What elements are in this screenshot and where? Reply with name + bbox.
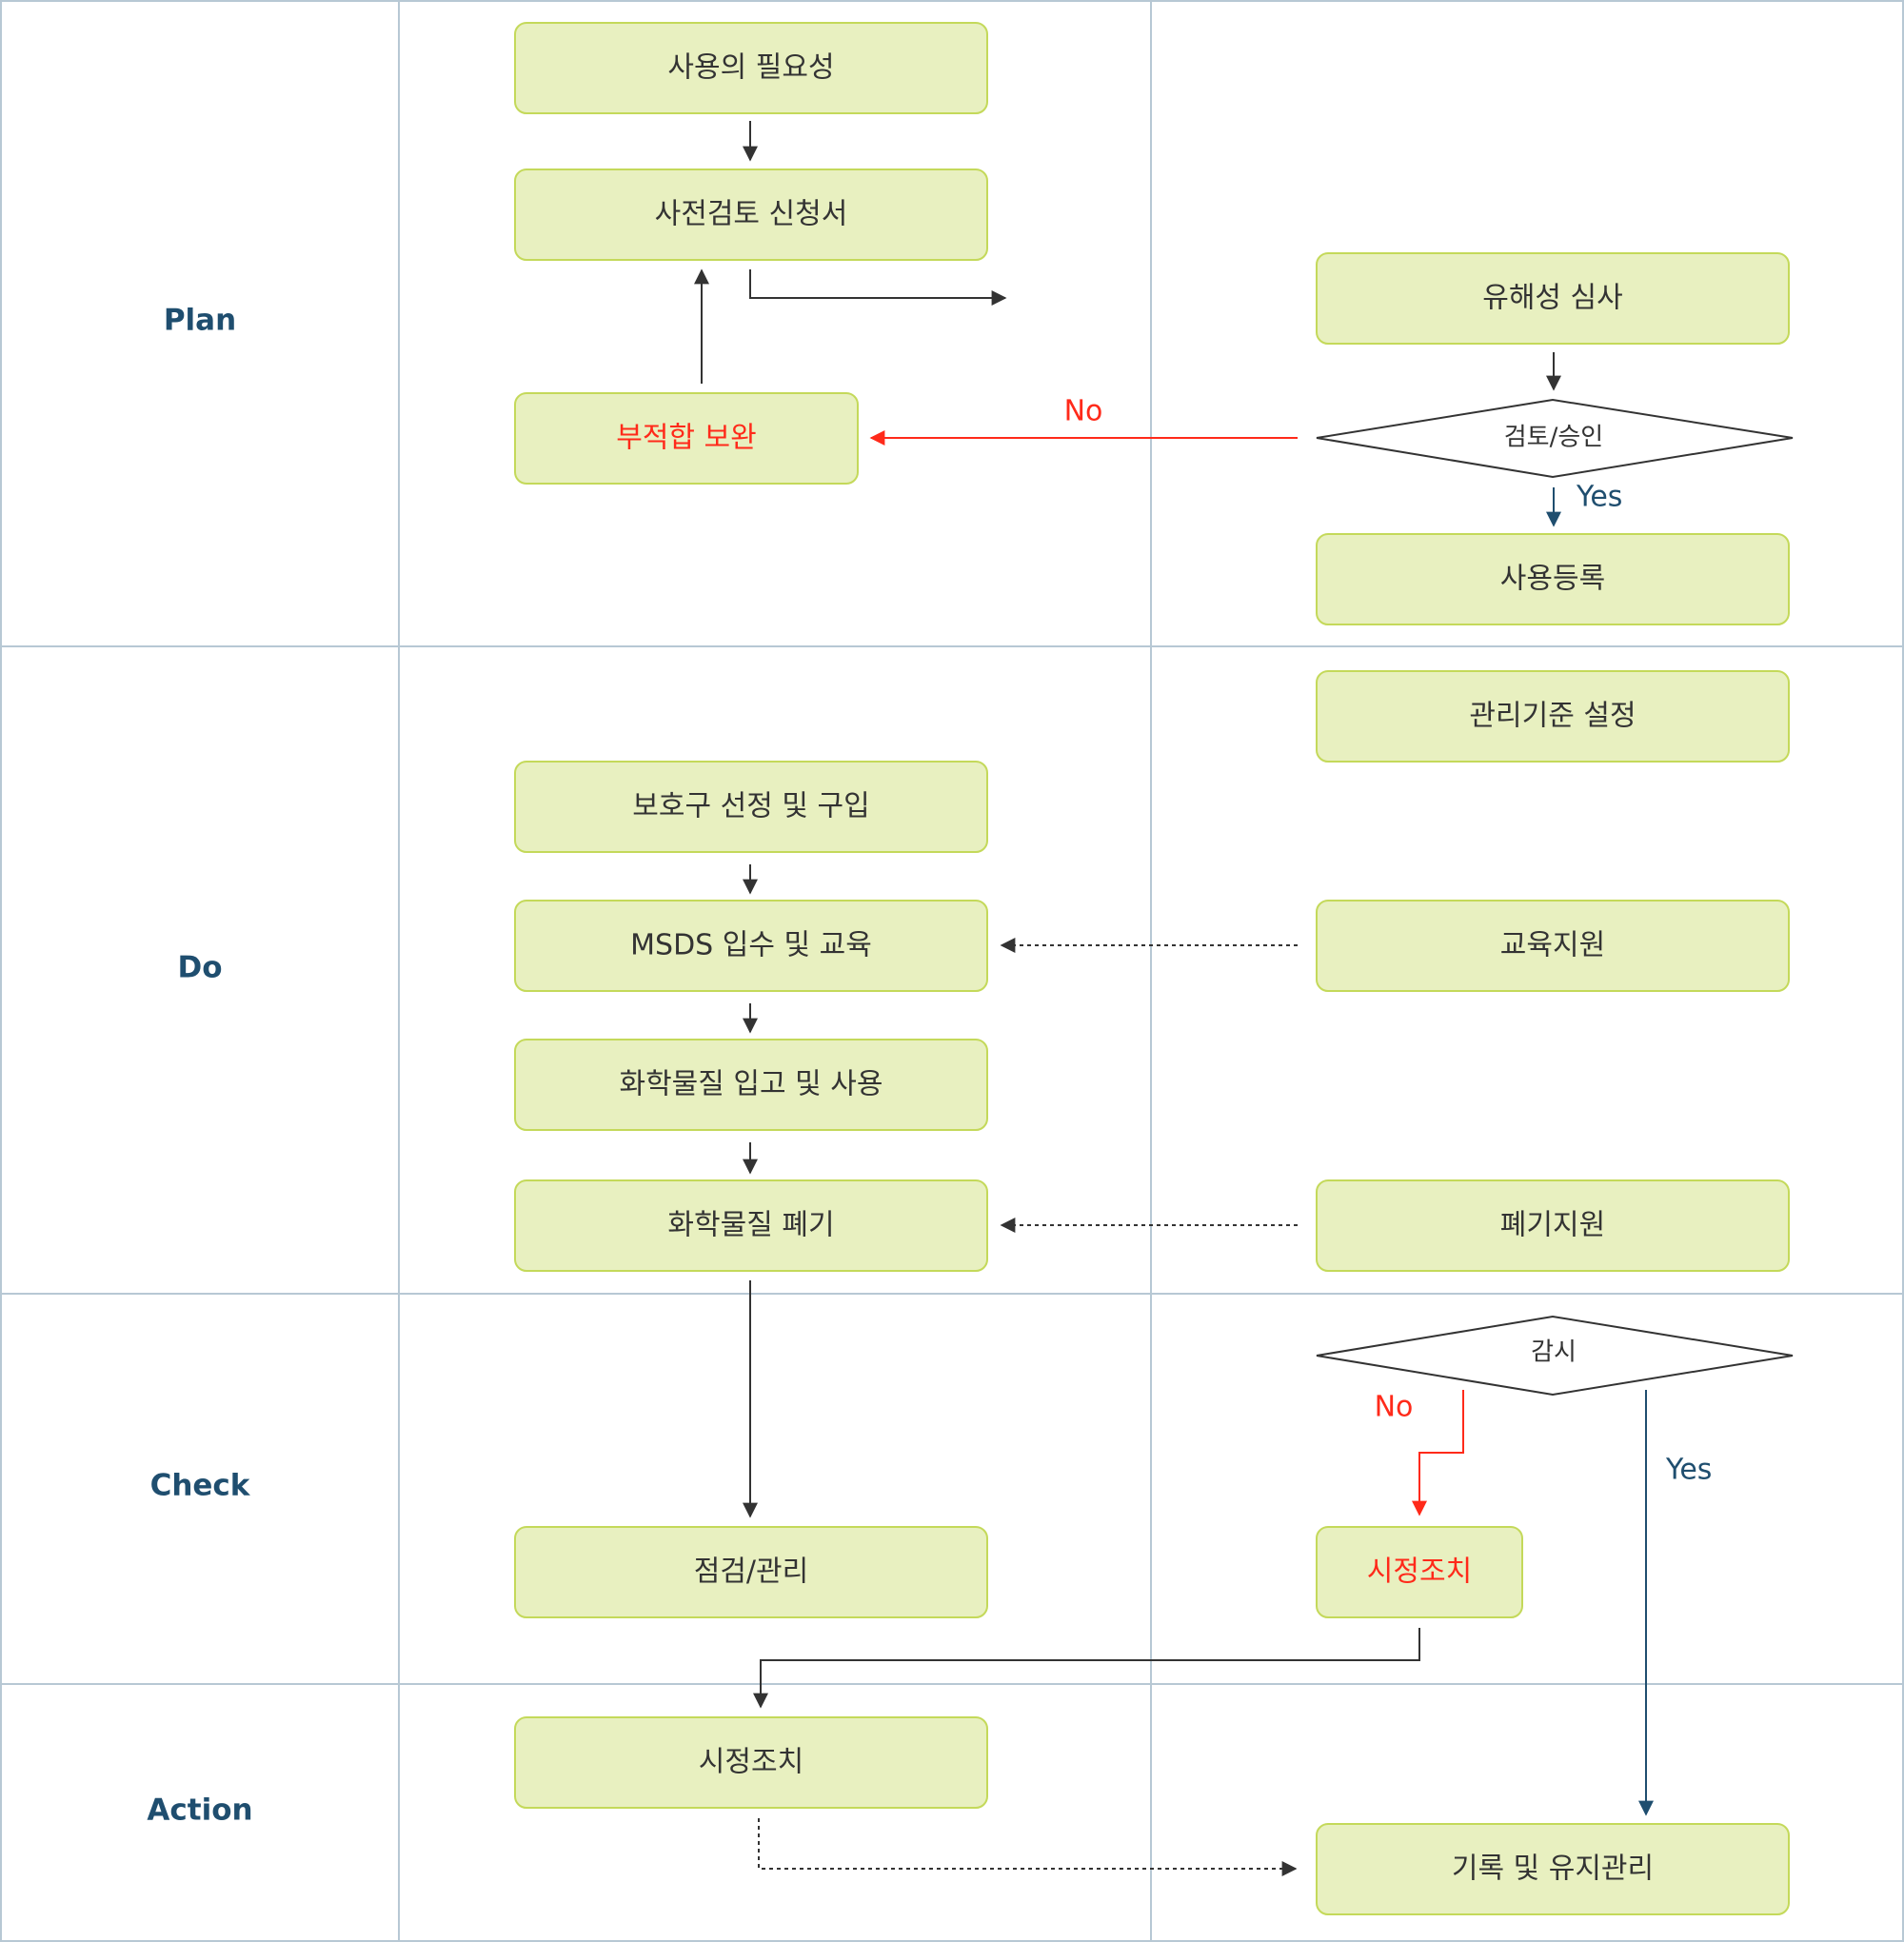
edge-label-monitoring-yes: Yes	[1665, 1454, 1712, 1487]
node-chem-use-label: 화학물질 입고 및 사용	[619, 1068, 883, 1101]
node-registration-label: 사용등록	[1500, 563, 1605, 596]
phase-label-plan: Plan	[164, 304, 236, 338]
node-hazard-review: 유해성 심사	[1316, 252, 1790, 345]
node-disposal-support: 폐기지원	[1316, 1179, 1790, 1272]
phase-label-action: Action	[147, 1793, 252, 1828]
node-msds-label: MSDS 입수 및 교육	[630, 929, 872, 962]
node-chem-disposal-label: 화학물질 폐기	[667, 1209, 834, 1242]
connectors	[694, 121, 1654, 1876]
node-inspection: 점검/관리	[514, 1526, 988, 1618]
node-records: 기록 및 유지관리	[1316, 1823, 1790, 1915]
node-corrective-check-label: 시정조치	[1367, 1556, 1472, 1589]
phase-label-check: Check	[150, 1469, 251, 1503]
node-corrective-action: 시정조치	[514, 1716, 988, 1809]
node-review-approval: 검토/승인	[1316, 398, 1794, 479]
node-registration: 사용등록	[1316, 533, 1790, 625]
arrow-monitoring-no-to-corrective	[1412, 1390, 1464, 1516]
node-need: 사용의 필요성	[514, 22, 988, 114]
node-monitoring-label: 감시	[1531, 1338, 1577, 1367]
node-edu-support: 교육지원	[1316, 900, 1790, 992]
node-corrective-action-label: 시정조치	[699, 1746, 803, 1779]
node-chem-use: 화학물질 입고 및 사용	[514, 1039, 988, 1131]
phase-label-do: Do	[177, 951, 222, 985]
node-pre-review-label: 사전검토 신청서	[655, 198, 848, 231]
node-mgmt-standard-label: 관리기준 설정	[1469, 700, 1636, 733]
edge-label-approval-no: No	[1064, 395, 1103, 428]
node-review-approval-label: 검토/승인	[1504, 424, 1603, 452]
node-pre-review: 사전검토 신청서	[514, 168, 988, 261]
node-monitoring: 감시	[1316, 1315, 1794, 1397]
node-chem-disposal: 화학물질 폐기	[514, 1179, 988, 1272]
edge-label-approval-yes: Yes	[1576, 481, 1622, 514]
node-fix-unsuitable: 부적합 보완	[514, 392, 859, 485]
node-ppe-select-label: 보호구 선정 및 구입	[632, 790, 869, 823]
arrow-prereview-to-review	[749, 269, 1007, 306]
node-inspection-label: 점검/관리	[694, 1556, 809, 1589]
edge-label-monitoring-no: No	[1375, 1391, 1414, 1424]
node-edu-support-label: 교육지원	[1500, 929, 1605, 962]
node-need-label: 사용의 필요성	[667, 51, 834, 85]
node-fix-unsuitable-label: 부적합 보완	[616, 422, 757, 455]
node-ppe-select: 보호구 선정 및 구입	[514, 761, 988, 853]
node-mgmt-standard: 관리기준 설정	[1316, 670, 1790, 763]
node-disposal-support-label: 폐기지원	[1500, 1209, 1605, 1242]
node-hazard-review-label: 유해성 심사	[1482, 282, 1623, 315]
node-corrective-check: 시정조치	[1316, 1526, 1523, 1618]
arrow-action-to-records	[758, 1818, 1298, 1876]
arrow-corrective-to-action	[753, 1628, 1420, 1709]
node-records-label: 기록 및 유지관리	[1452, 1853, 1654, 1886]
node-msds: MSDS 입수 및 교육	[514, 900, 988, 992]
